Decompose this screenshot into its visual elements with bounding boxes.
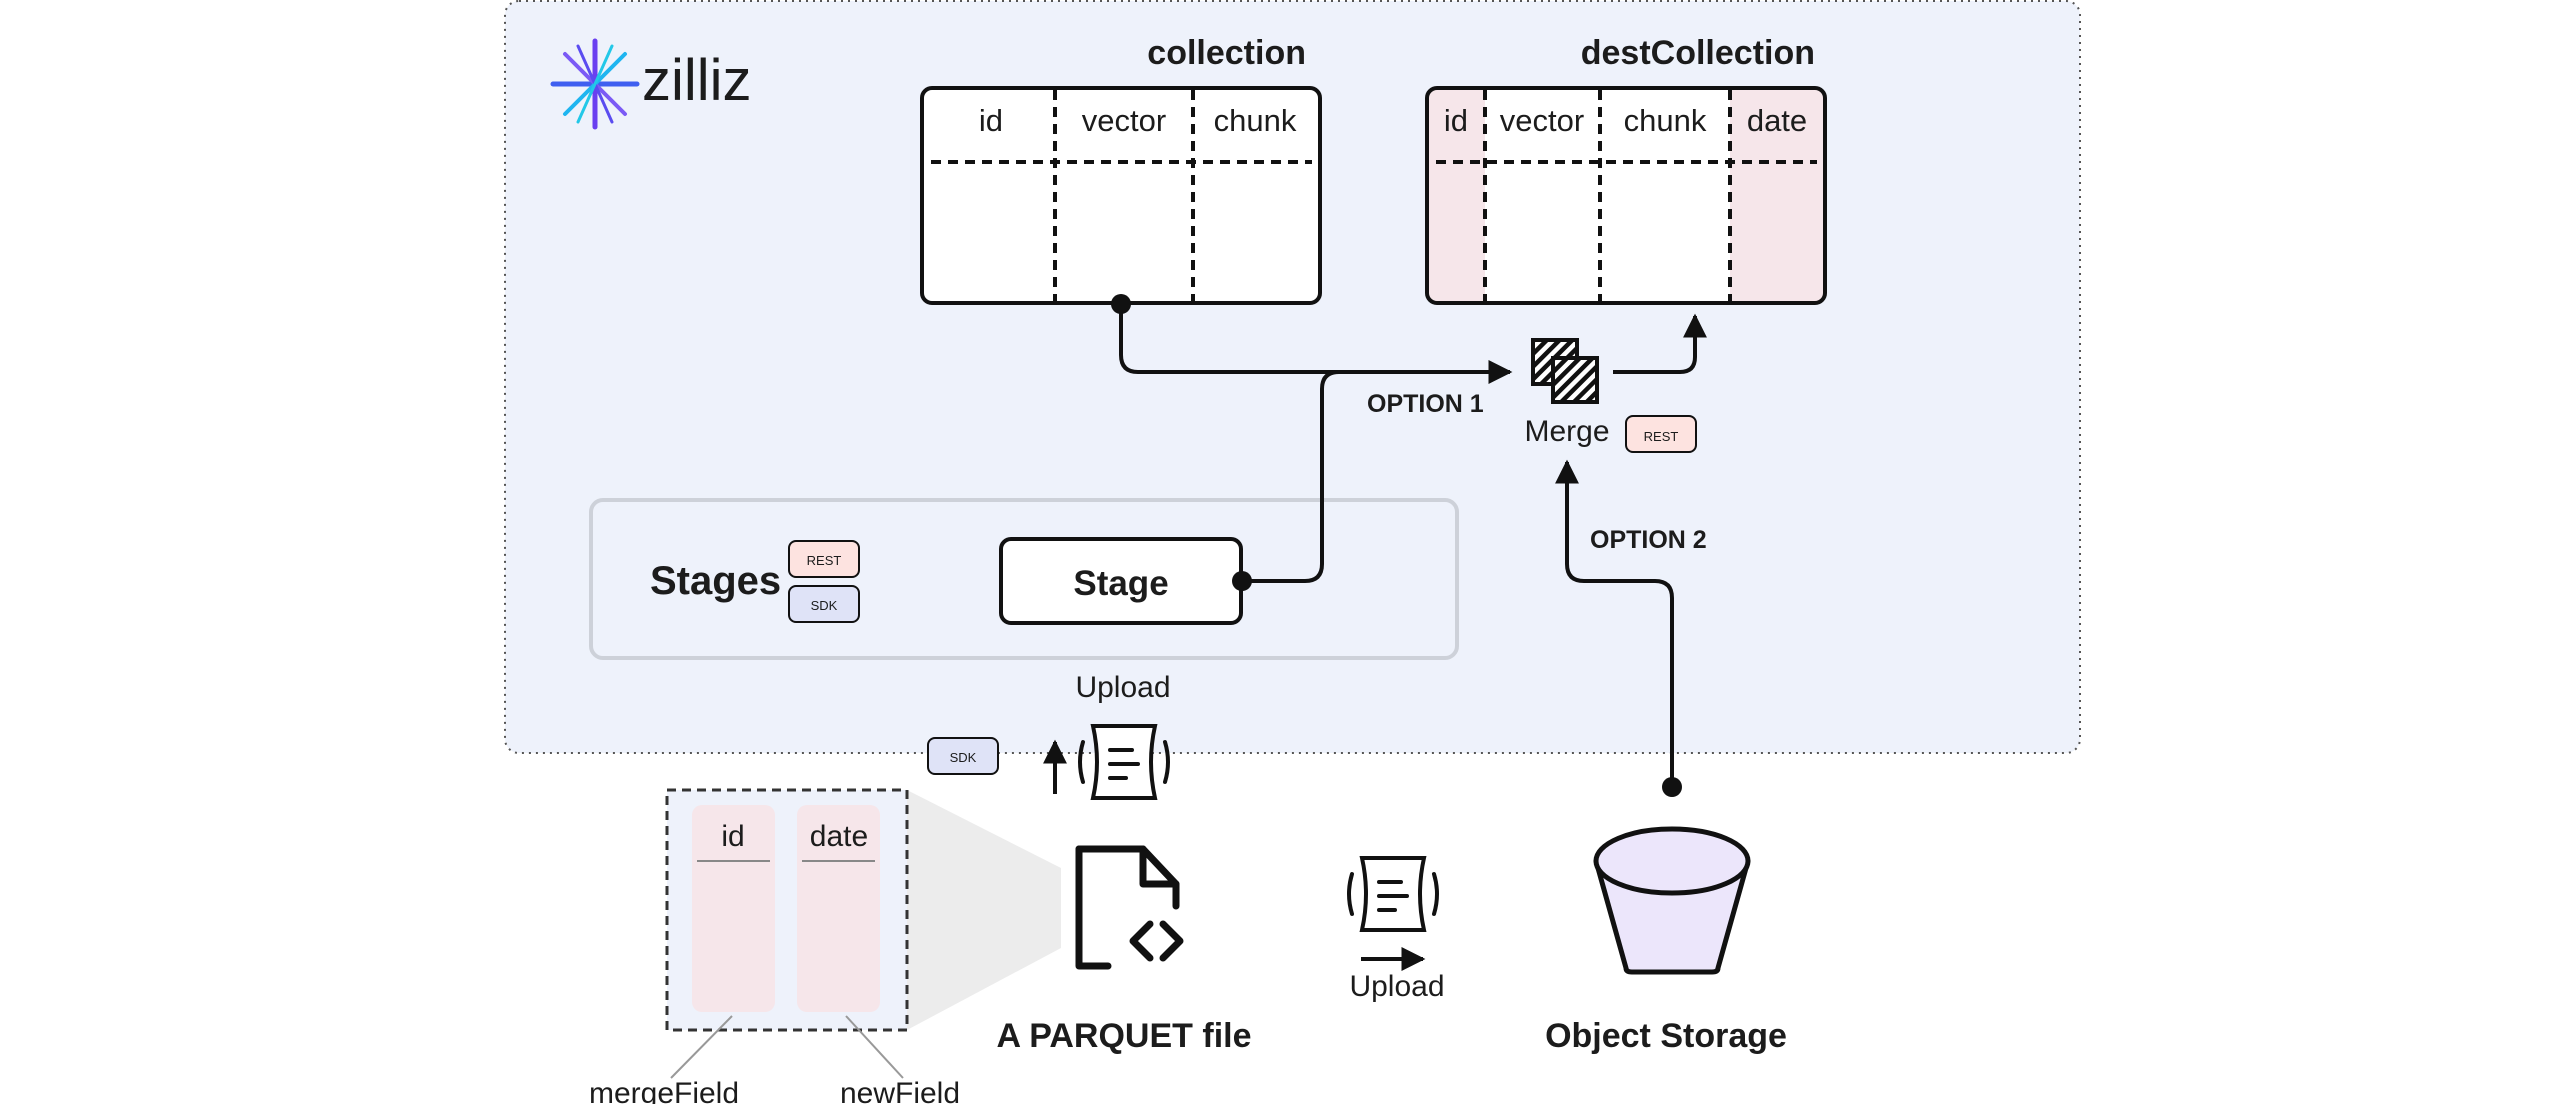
parquet-field-id: id bbox=[721, 820, 744, 853]
dest-col-id: id bbox=[1444, 103, 1468, 138]
collection-to-merge-line bbox=[1119, 304, 1513, 384]
zoom-callout-shape bbox=[907, 790, 1061, 1030]
scroll-file-icon bbox=[1078, 724, 1170, 800]
stages-title: Stages bbox=[650, 559, 781, 603]
upload-sdk-badge bbox=[927, 737, 999, 775]
merge-field-callout: mergeField bbox=[589, 1077, 739, 1104]
merge-to-dest-line bbox=[1613, 313, 1707, 374]
collection-col-id: id bbox=[979, 103, 1003, 138]
collection-col-vector: vector bbox=[1082, 103, 1166, 138]
dest-collection-title: destCollection bbox=[1581, 34, 1815, 72]
merge-rest-badge-label: REST bbox=[1644, 429, 1679, 444]
new-field-column bbox=[797, 805, 880, 1012]
dest-col-chunk: chunk bbox=[1624, 103, 1707, 138]
zilliz-logo-icon bbox=[550, 38, 640, 130]
scroll-file-icon-bottom bbox=[1347, 856, 1439, 932]
new-field-leader bbox=[845, 1015, 904, 1079]
brand-name: zilliz bbox=[642, 48, 752, 113]
object-storage-label: Object Storage bbox=[1545, 1017, 1787, 1055]
stages-rest-badge bbox=[788, 540, 860, 578]
parquet-field-date: date bbox=[810, 820, 868, 853]
dest-collection-table bbox=[1427, 88, 1825, 303]
merge-field-column bbox=[692, 805, 775, 1012]
merge-label: Merge bbox=[1524, 415, 1609, 448]
stages-sdk-badge-label: SDK bbox=[811, 598, 838, 613]
stages-sdk-badge bbox=[788, 585, 860, 623]
upload-top-label: Upload bbox=[1075, 671, 1170, 704]
parquet-file-icon bbox=[1075, 845, 1184, 970]
stage-to-merge-line bbox=[1242, 370, 1340, 583]
bucket-icon bbox=[1593, 826, 1751, 975]
option2-label: OPTION 2 bbox=[1590, 526, 1707, 554]
dest-col-vector: vector bbox=[1500, 103, 1584, 138]
parquet-file-label: A PARQUET file bbox=[996, 1017, 1251, 1055]
upload-sdk-badge-label: SDK bbox=[950, 750, 977, 765]
storage-to-merge-line bbox=[1555, 459, 1674, 787]
merge-icon bbox=[1531, 338, 1599, 404]
option1-label: OPTION 1 bbox=[1367, 390, 1484, 418]
new-field-callout: newField bbox=[840, 1077, 960, 1104]
upload-bottom-label: Upload bbox=[1349, 970, 1444, 1003]
merge-field-leader bbox=[670, 1015, 733, 1079]
dest-col-date: date bbox=[1747, 103, 1807, 138]
stage-label: Stage bbox=[1073, 564, 1168, 603]
collection-title: collection bbox=[1147, 34, 1306, 72]
collection-col-chunk: chunk bbox=[1214, 103, 1297, 138]
merge-rest-badge bbox=[1625, 415, 1697, 453]
stages-rest-badge-label: REST bbox=[807, 553, 842, 568]
